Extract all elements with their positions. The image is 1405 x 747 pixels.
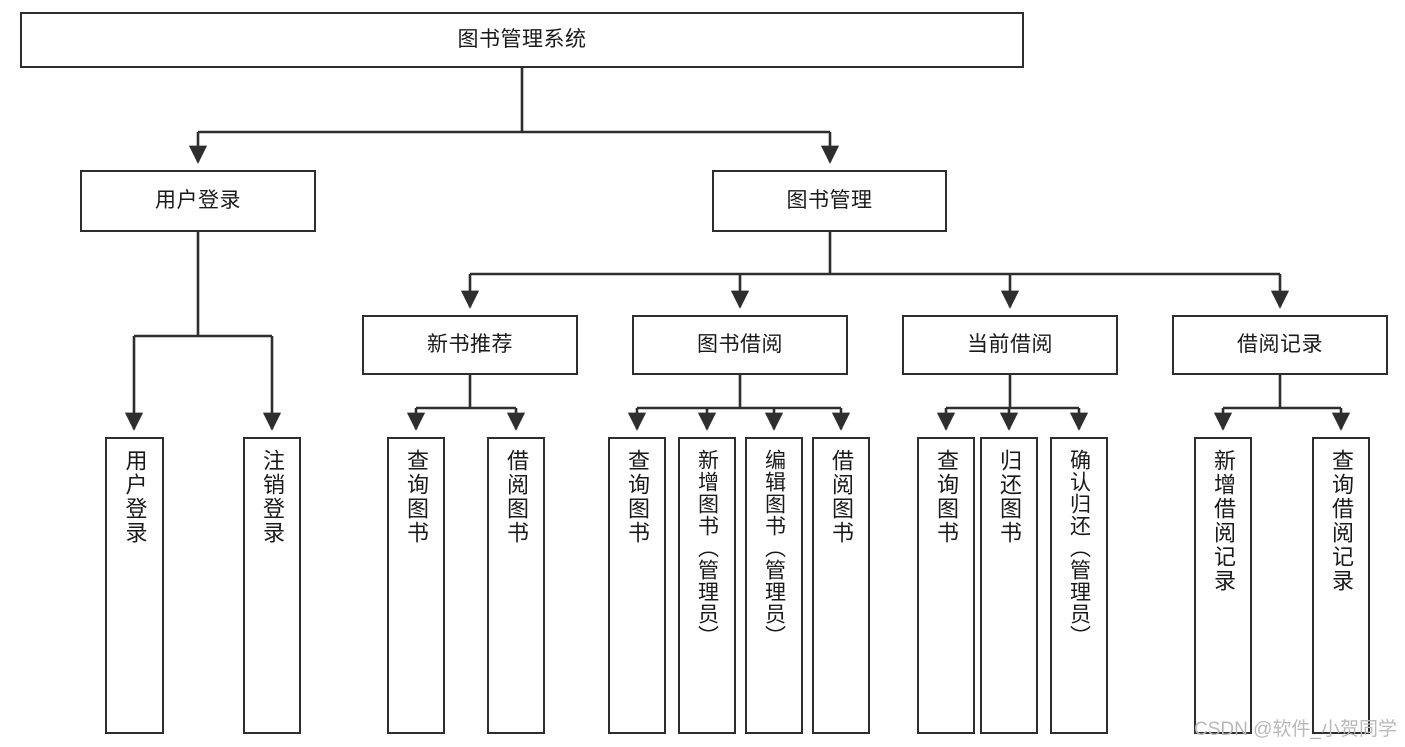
node-leaf-confirm-return-admin[interactable]: 确认归还（管理员） xyxy=(1050,437,1108,734)
node-leaf-query-book-rec[interactable]: 查询图书 xyxy=(387,437,445,734)
node-leaf-user-login[interactable]: 用户登录 xyxy=(105,437,164,734)
current-borrow-to-leaves-connectors xyxy=(936,375,1089,431)
node-label: 借阅记录 xyxy=(1237,332,1323,356)
node-label: 新增借阅记录 xyxy=(1211,449,1236,593)
node-label: 图书管理 xyxy=(786,188,873,212)
node-label: 归还图书 xyxy=(997,449,1022,545)
node-label: 查询图书 xyxy=(625,449,650,545)
node-user-login[interactable]: 用户登录 xyxy=(80,170,316,232)
node-label: 查询图书 xyxy=(934,449,959,545)
node-root-system[interactable]: 图书管理系统 xyxy=(20,12,1024,68)
node-leaf-return-book[interactable]: 归还图书 xyxy=(980,437,1038,734)
node-borrow-record[interactable]: 借阅记录 xyxy=(1172,315,1388,375)
node-leaf-add-borrow-record[interactable]: 新增借阅记录 xyxy=(1194,437,1252,734)
node-leaf-borrow-book-rec[interactable]: 借阅图书 xyxy=(487,437,545,734)
node-current-borrow[interactable]: 当前借阅 xyxy=(902,315,1118,375)
new-book-rec-to-leaves-connectors xyxy=(406,375,526,431)
node-label: 查询图书 xyxy=(404,449,429,545)
node-label: 借阅图书 xyxy=(829,449,854,545)
node-leaf-user-logout[interactable]: 注销登录 xyxy=(243,437,301,734)
node-label: 当前借阅 xyxy=(967,332,1053,356)
node-leaf-query-book-borrow[interactable]: 查询图书 xyxy=(608,437,666,734)
node-leaf-query-borrow-record[interactable]: 查询借阅记录 xyxy=(1312,437,1370,734)
node-label: 注销登录 xyxy=(260,449,285,545)
node-book-manage[interactable]: 图书管理 xyxy=(712,170,947,232)
book-borrow-to-leaves-connectors xyxy=(627,375,851,431)
node-book-borrow[interactable]: 图书借阅 xyxy=(632,315,848,375)
node-label: 借阅图书 xyxy=(504,449,529,545)
node-label: 用户登录 xyxy=(122,449,148,545)
node-label: 新书推荐 xyxy=(427,332,513,356)
borrow-record-to-leaves-connectors xyxy=(1213,375,1351,431)
node-label: 用户登录 xyxy=(155,188,241,212)
node-leaf-lend-book[interactable]: 借阅图书 xyxy=(812,437,870,734)
node-leaf-query-book-current[interactable]: 查询图书 xyxy=(917,437,975,734)
watermark: CSDN @软件_小贺同学 xyxy=(1194,719,1397,740)
node-label: 查询借阅记录 xyxy=(1329,449,1354,593)
node-leaf-add-book-admin[interactable]: 新增图书（管理员） xyxy=(678,437,736,734)
book-manage-to-level3-connectors xyxy=(460,232,1290,309)
root-to-level2-connectors xyxy=(188,68,840,164)
node-label: 图书管理系统 xyxy=(457,27,587,51)
node-label: 编辑图书（管理员） xyxy=(762,449,786,647)
node-new-book-recommend[interactable]: 新书推荐 xyxy=(362,315,578,375)
node-label: 图书借阅 xyxy=(697,332,783,356)
node-leaf-edit-book-admin[interactable]: 编辑图书（管理员） xyxy=(745,437,803,734)
user-login-to-leaves-connectors xyxy=(124,232,282,431)
node-label: 新增图书（管理员） xyxy=(695,449,719,647)
node-label: 确认归还（管理员） xyxy=(1067,449,1091,647)
